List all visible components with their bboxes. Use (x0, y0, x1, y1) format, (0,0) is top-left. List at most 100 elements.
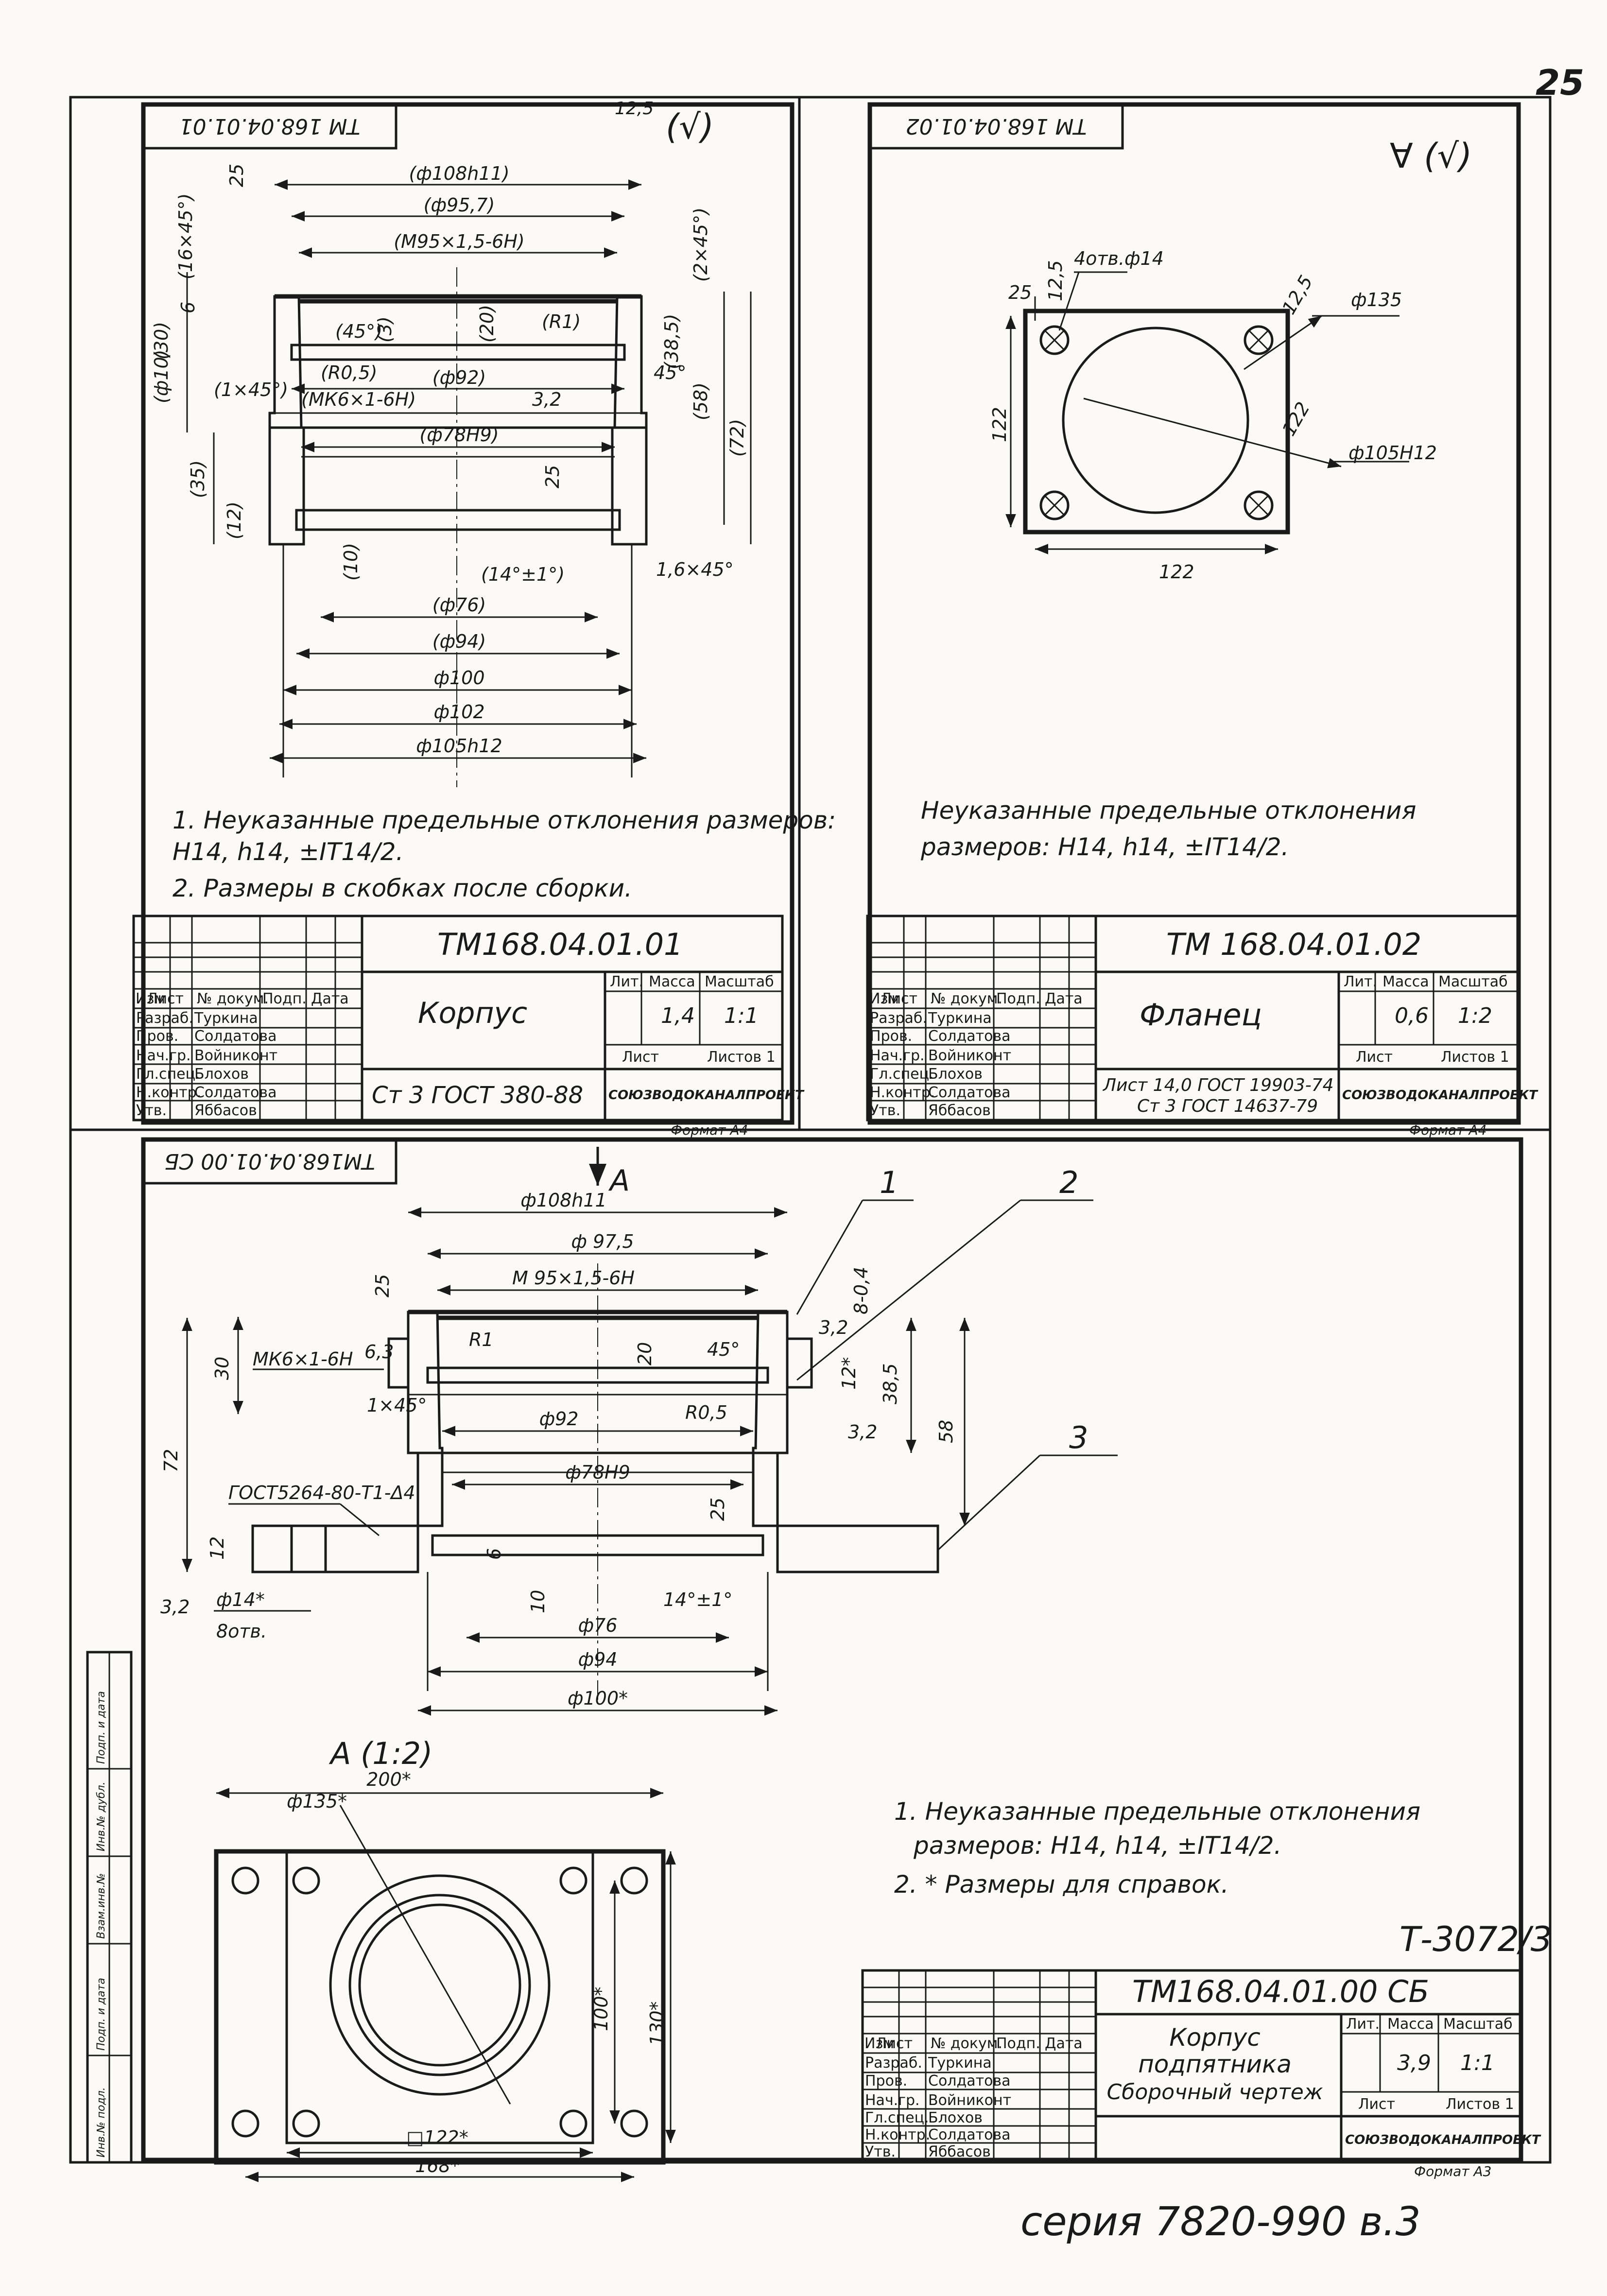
svg-text:размеров: Н14, h14, ±IT14/2.: размеров: Н14, h14, ±IT14/2. (913, 1831, 1281, 1860)
svg-text:Дата: Дата (1045, 990, 1083, 1007)
svg-text:(ф10): (ф10) (151, 350, 172, 404)
svg-text:подпятника: подпятника (1138, 2050, 1292, 2078)
sheet-code: Т-3072/3 (1400, 1919, 1552, 1959)
svg-text:Изм: Изм (864, 2035, 894, 2052)
svg-text:размеров: Н14, h14, ±IT14/2.: размеров: Н14, h14, ±IT14/2. (920, 833, 1289, 861)
svg-text:ТМ 168.04.01.02: ТМ 168.04.01.02 (1166, 927, 1421, 962)
assembly-notes: 1. Неуказанные предельные отклонения раз… (894, 1797, 1420, 1899)
svg-text:8-0,4: 8-0,4 (850, 1267, 872, 1314)
svg-text:Пров.: Пров. (865, 2072, 907, 2089)
svg-text:Лит.: Лит. (610, 973, 643, 990)
svg-text:Масштаб: Масштаб (1438, 973, 1508, 990)
svg-text:25: 25 (226, 164, 247, 187)
svg-text:ф14*: ф14* (216, 1589, 265, 1610)
flange-drawing: ТМ 168.04.01.02 ∀ (√) 4отв.ф14 12,5 (866, 102, 1538, 1138)
svg-text:(1×45°): (1×45°) (214, 379, 288, 400)
svg-text:2: 2 (1059, 1165, 1078, 1200)
svg-text:Дата: Дата (311, 990, 349, 1007)
svg-text:Фланец: Фланец (1140, 997, 1262, 1033)
svg-text:Листов 1: Листов 1 (707, 1049, 776, 1066)
svg-text:Дата: Дата (1045, 2035, 1083, 2052)
svg-text:Формат А3: Формат А3 (1414, 2163, 1491, 2179)
svg-text:Подп. и дата: Подп. и дата (95, 1691, 107, 1764)
svg-text:Лист: Лист (147, 990, 184, 1007)
assembly-title-block: ТМ168.04.01.00 СБ Изм Лист № докум. Подп… (861, 1969, 1541, 2179)
svg-text:0,6: 0,6 (1395, 1003, 1429, 1028)
svg-text:Нач.гр.: Нач.гр. (870, 1047, 925, 1064)
svg-text:(38,5): (38,5) (661, 314, 682, 369)
svg-text:М 95×1,5-6Н: М 95×1,5-6Н (512, 1267, 635, 1289)
svg-text:СОЮЗВОДОКАНАЛПРОЕКТ: СОЮЗВОДОКАНАЛПРОЕКТ (608, 1088, 805, 1103)
svg-text:Масса: Масса (1382, 973, 1429, 990)
svg-text:25: 25 (1008, 282, 1032, 303)
svg-text:14°±1°: 14°±1° (663, 1589, 732, 1610)
svg-text:Гл.спец.: Гл.спец. (136, 1066, 200, 1083)
svg-text:1:2: 1:2 (1458, 1003, 1492, 1028)
svg-text:R1: R1 (469, 1329, 494, 1350)
svg-text:Гл.спец.: Гл.спец. (870, 1066, 934, 1083)
svg-text:Блохов: Блохов (928, 1066, 983, 1083)
svg-text:Туркина: Туркина (928, 1010, 992, 1027)
svg-text:25: 25 (542, 465, 563, 488)
svg-text:Яббасов: Яббасов (928, 1102, 991, 1119)
svg-text:(58): (58) (690, 382, 711, 420)
roughness-mark: 12,5 (615, 99, 654, 119)
svg-text:А (1:2): А (1:2) (328, 1736, 432, 1771)
svg-text:6: 6 (484, 1548, 505, 1560)
svg-text:№ докум.: № докум. (197, 990, 269, 1007)
svg-text:Изм: Изм (136, 990, 165, 1007)
svg-text:Ст 3 ГОСТ 14637-79: Ст 3 ГОСТ 14637-79 (1137, 1096, 1318, 1116)
svg-text:(3): (3) (374, 316, 396, 343)
svg-text:2. * Размеры для справок.: 2. * Размеры для справок. (894, 1870, 1229, 1899)
svg-text:Корпус: Корпус (418, 996, 527, 1030)
svg-text:168*: 168* (415, 2155, 460, 2176)
svg-text:Подп.: Подп. (996, 990, 1040, 1007)
svg-text:ф94: ф94 (578, 1649, 618, 1670)
svg-text:Яббасов: Яббасов (194, 1102, 257, 1119)
svg-text:(2×45°): (2×45°) (690, 207, 711, 282)
svg-text:Солдатова: Солдатова (194, 1084, 277, 1101)
svg-text:6,3: 6,3 (364, 1341, 394, 1363)
svg-text:Н14, h14, ±IT14/2.: Н14, h14, ±IT14/2. (173, 838, 403, 866)
svg-text:Сборочный чертеж: Сборочный чертеж (1106, 2080, 1323, 2105)
svg-text:45°: 45° (654, 362, 686, 383)
svg-text:38,5: 38,5 (880, 1363, 901, 1404)
assembly-stamp-code: ТМ168.04.01.00 СБ (164, 1149, 375, 1174)
svg-text:72: 72 (160, 1449, 182, 1472)
svg-text:(20): (20) (476, 305, 498, 343)
svg-text:Лист: Лист (1358, 2096, 1395, 2113)
svg-text:Изм: Изм (869, 990, 899, 1007)
svg-text:(М95×1,5-6Н): (М95×1,5-6Н) (394, 231, 525, 252)
svg-text:(ф94): (ф94) (432, 631, 486, 652)
svg-text:ГОСТ5264-80-Т1-Δ4: ГОСТ5264-80-Т1-Δ4 (228, 1482, 415, 1503)
svg-text:(ф78Н9): (ф78Н9) (419, 424, 499, 446)
assembly-callouts: 1 2 3 (796, 1165, 1118, 1551)
svg-text:(35): (35) (187, 460, 208, 498)
svg-text:12,5: 12,5 (1045, 260, 1066, 301)
svg-text:1,4: 1,4 (661, 1003, 695, 1028)
svg-text:122: 122 (1278, 398, 1314, 440)
svg-text:Лит.: Лит. (1344, 973, 1377, 990)
svg-text:(12): (12) (224, 501, 245, 539)
svg-text:Яббасов: Яббасов (928, 2143, 991, 2160)
svg-text:Листов 1: Листов 1 (1441, 1049, 1509, 1066)
flange-title-block: ТМ 168.04.01.02 Изм Лист № докум. Подп. … (866, 915, 1538, 1138)
svg-text:Нач.гр.: Нач.гр. (136, 1047, 191, 1064)
svg-text:Разраб.: Разраб. (870, 1010, 927, 1027)
svg-text:Масштаб: Масштаб (1443, 2016, 1513, 2033)
svg-text:∀ (√): ∀ (√) (1390, 136, 1472, 176)
svg-text:(ф95,7): (ф95,7) (424, 194, 495, 216)
svg-text:ф92: ф92 (539, 1408, 579, 1430)
svg-text:МК6×1-6Н: МК6×1-6Н (253, 1348, 353, 1370)
svg-text:10: 10 (527, 1590, 549, 1613)
svg-text:8отв.: 8отв. (216, 1621, 267, 1642)
svg-text:Войниконт: Войниконт (928, 1047, 1011, 1064)
housing-dims-horizontal: (ф108h11) (ф95,7) (М95×1,5-6Н) (ф92) (ф7… (151, 163, 752, 763)
housing-notes: 1. Неуказанные предельные отклонения раз… (173, 806, 836, 902)
svg-text:Масштаб: Масштаб (705, 973, 774, 990)
view-a: А (1:2) 200* ф135* 100* 130* □122* (214, 1736, 676, 2182)
svg-text:Масса: Масса (1387, 2016, 1434, 2033)
svg-text:1. Неуказанные предельные откл: 1. Неуказанные предельные отклонения раз… (173, 806, 836, 834)
svg-text:Листов 1: Листов 1 (1446, 2096, 1514, 2113)
